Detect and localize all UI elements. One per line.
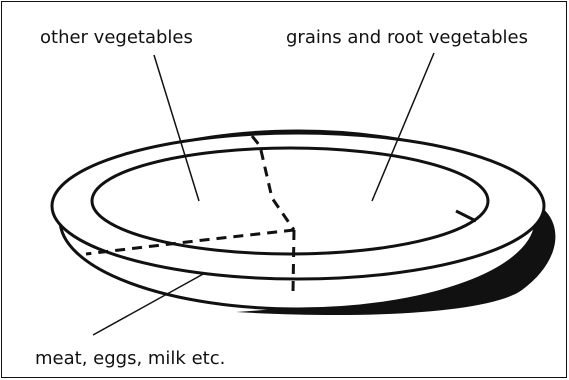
label-other-vegetables: other vegetables	[40, 29, 193, 47]
label-grains-root-vegetables: grains and root vegetables	[286, 29, 528, 47]
label-meat-eggs-milk: meat, eggs, milk etc.	[35, 350, 225, 368]
plate-inner-well	[92, 148, 488, 254]
